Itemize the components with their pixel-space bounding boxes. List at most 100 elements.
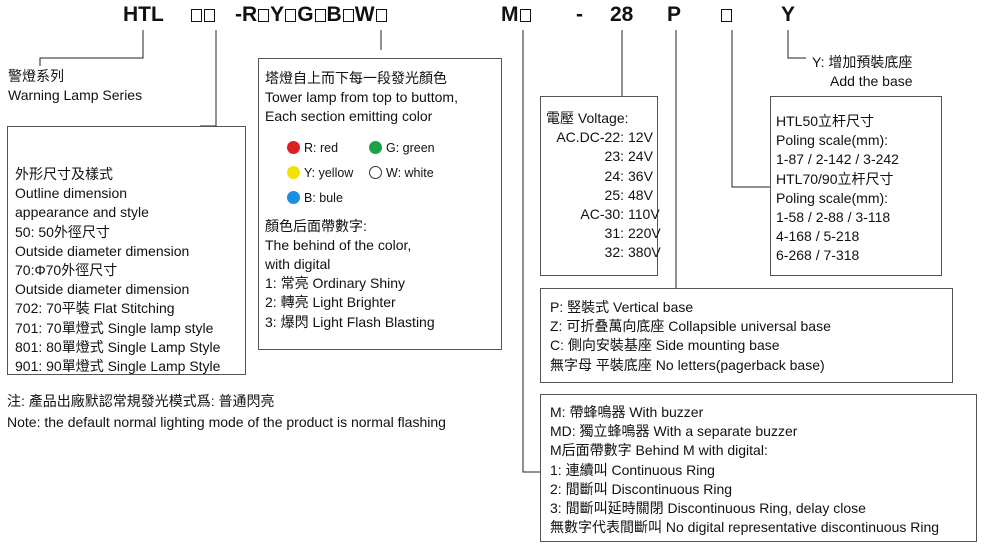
footnote-en: Note: the default normal lighting mode o…	[7, 414, 446, 430]
mount-option: P: 竪裝式 Vertical base	[550, 299, 694, 315]
series-zh: 警燈系列	[8, 68, 64, 84]
legend-red: R: red	[287, 136, 369, 161]
line-outline	[200, 30, 217, 127]
outline-line: Outside diameter dimension	[15, 281, 190, 298]
base-note-l1: Y: 增加預裝底座	[812, 54, 913, 70]
voltage-code: 23:	[604, 148, 624, 165]
legend-label: W: white	[386, 165, 434, 180]
code-outline-squares	[190, 3, 216, 27]
outline-line: 50: 50外徑尺寸	[15, 223, 110, 240]
mount-option: 無字母 平裝底座 No letters(pagerback base)	[550, 356, 825, 373]
color-legend: R: red G: green Y: yellow W: white B: bule	[287, 136, 501, 211]
series-label: 警燈系列 Warning Lamp Series	[8, 67, 142, 105]
buzzer-option: 2: 間斷叫 Discontinuous Ring	[550, 480, 733, 497]
line-series	[39, 30, 144, 66]
red-dot-icon	[287, 140, 300, 154]
voltage-row: AC-30:110V	[546, 205, 660, 224]
voltage-value: 380V	[628, 244, 661, 261]
tower-digit-line: The behind of the color,	[265, 236, 412, 253]
series-en: Warning Lamp Series	[8, 87, 143, 104]
legend-blue: B: bule	[287, 190, 343, 205]
code-g: G	[297, 3, 314, 26]
legend-green: G: green	[369, 140, 435, 155]
code-y: Y	[270, 3, 285, 26]
code-p: P	[667, 3, 682, 26]
poling-line: Poling scale(mm):	[776, 189, 889, 206]
code-y-last: Y	[781, 3, 796, 26]
blue-dot-icon	[287, 190, 300, 204]
voltage-row: 25:48V	[546, 186, 657, 205]
poling-line: 1-58 / 2-88 / 3-118	[776, 209, 891, 226]
voltage-title: 電壓 Voltage:	[546, 110, 629, 126]
poling-line: 6-268 / 7-318	[776, 247, 860, 264]
poling-line: Poling scale(mm):	[776, 132, 889, 149]
code-prefix: HTL	[123, 3, 164, 26]
outline-line: Outside diameter dimension	[15, 242, 190, 259]
code-dash: -	[576, 3, 583, 26]
line-base	[787, 30, 806, 59]
placeholder-square	[191, 9, 202, 22]
tower-l3: Each section emitting color	[265, 108, 433, 125]
base-note: Y: 增加預裝底座 Add the base	[812, 53, 913, 91]
placeholder-square	[204, 9, 215, 22]
outline-line: 外形尺寸及樣式	[15, 166, 113, 182]
poling-line: HTL50立杆尺寸	[776, 113, 875, 129]
voltage-code: AC-30:	[580, 206, 624, 223]
voltage-row: 24:36V	[546, 167, 657, 186]
voltage-code: 32:	[604, 244, 624, 261]
tower-digit-line: 顏色后面帶數字:	[265, 217, 367, 234]
legend-white: W: white	[369, 165, 434, 180]
footnote: 注: 產品出廠默認常規發光模式爲: 普通閃亮 Note: the default…	[7, 391, 446, 433]
voltage-value: 12V	[628, 129, 653, 146]
tower-l1: 塔燈自上而下每一段發光顏色	[265, 70, 447, 86]
tower-digit-line: 1: 常亮 Ordinary Shiny	[265, 275, 406, 292]
voltage-row: AC.DC-22:12V	[546, 128, 657, 147]
voltage-value: 48V	[628, 186, 653, 203]
white-dot-icon	[369, 165, 382, 179]
voltage-row: 23:24V	[546, 147, 657, 166]
legend-label: B: bule	[304, 190, 343, 205]
code-b: B	[326, 3, 342, 26]
buzzer-option: 3: 間斷叫延時關閉 Discontinuous Ring, delay clo…	[550, 500, 866, 517]
tower-digit-line: with digital	[265, 256, 331, 273]
line-buzzer	[522, 30, 540, 473]
placeholder-square	[519, 9, 531, 22]
placeholder-square	[375, 9, 387, 22]
buzzer-option: M后面帶數字 Behind M with digital:	[550, 442, 768, 459]
outline-line: 901: 90單燈式 Single Lamp Style	[15, 358, 221, 375]
legend-label: Y: yellow	[304, 165, 354, 180]
voltage-value: 110V	[628, 206, 660, 223]
code-m-group: M	[501, 3, 532, 27]
voltage-code: 25:	[604, 186, 624, 203]
voltage-code: 24:	[604, 167, 624, 184]
placeholder-square	[285, 9, 297, 22]
placeholder-square	[342, 9, 354, 22]
green-dot-icon	[369, 140, 382, 154]
voltage-code: AC.DC-22:	[556, 129, 624, 146]
outline-line: Outline dimension	[15, 185, 128, 202]
footnote-zh: 注: 產品出廠默認常規發光模式爲: 普通閃亮	[7, 393, 275, 409]
code-size: 28	[610, 3, 634, 26]
tower-l2: Tower lamp from top to buttom,	[265, 89, 458, 106]
poling-line: 4-168 / 5-218	[776, 228, 860, 245]
outline-line: 702: 70平裝 Flat Stitching	[15, 300, 175, 317]
legend-label: G: green	[386, 140, 435, 155]
code-poling-square	[720, 3, 733, 27]
code-r: -R	[235, 3, 258, 26]
base-note-l2: Add the base	[830, 73, 913, 89]
voltage-value: 36V	[628, 167, 653, 184]
tower-color-box: 塔燈自上而下每一段發光顏色 Tower lamp from top to but…	[258, 58, 502, 350]
outline-line: 801: 80單燈式 Single Lamp Style	[15, 338, 221, 355]
